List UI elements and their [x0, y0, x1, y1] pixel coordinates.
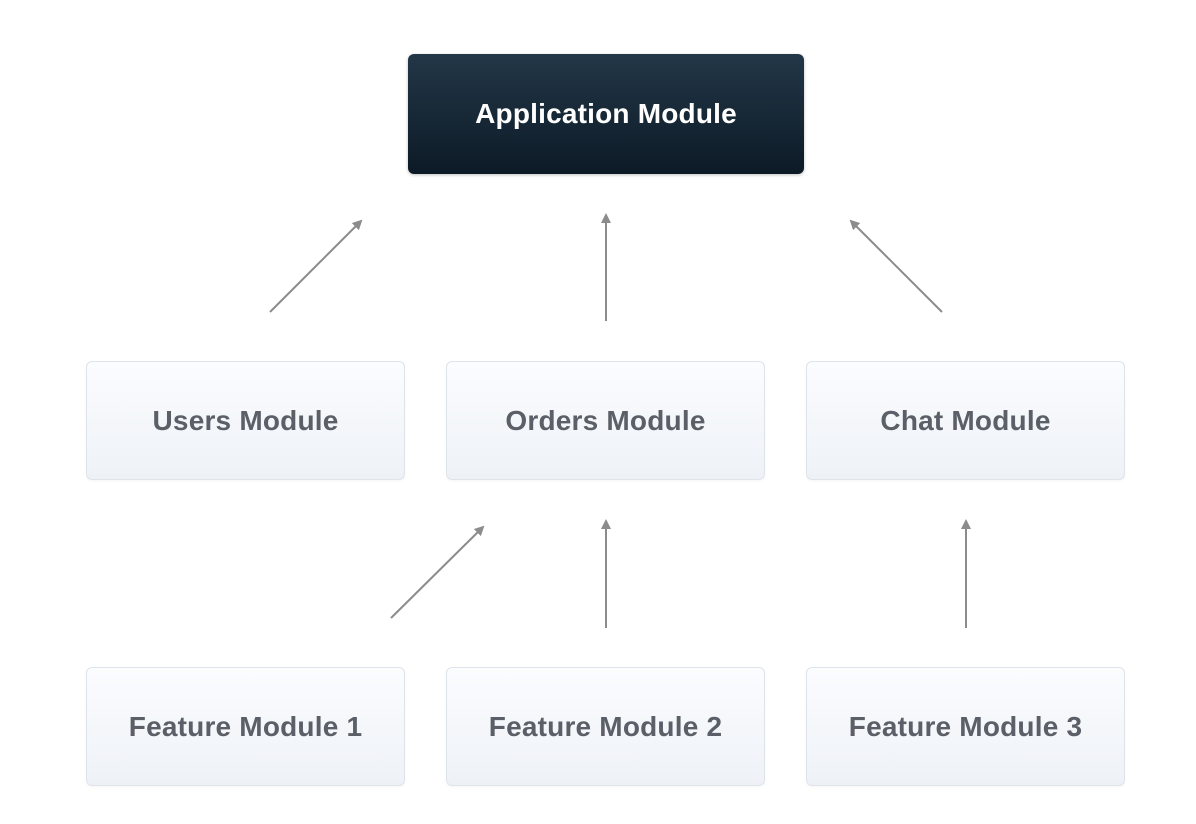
- users-module-node: Users Module: [86, 361, 405, 480]
- users-module-label: Users Module: [152, 404, 339, 436]
- feature-module-2-label: Feature Module 2: [488, 710, 723, 742]
- feature-module-3-node: Feature Module 3: [806, 667, 1125, 786]
- arrow-feature1-to-orders: [390, 525, 485, 619]
- feature-module-3-label: Feature Module 3: [848, 710, 1083, 742]
- application-module-label: Application Module: [475, 98, 737, 129]
- chat-module-label: Chat Module: [880, 404, 1051, 436]
- application-module-node: Application Module: [408, 54, 804, 174]
- arrow-users-to-application: [269, 219, 363, 313]
- chat-module-node: Chat Module: [806, 361, 1125, 480]
- feature-module-2-node: Feature Module 2: [446, 667, 765, 786]
- feature-module-1-node: Feature Module 1: [86, 667, 405, 786]
- arrow-chat-to-application: [849, 219, 943, 313]
- feature-module-1-label: Feature Module 1: [128, 710, 363, 742]
- orders-module-node: Orders Module: [446, 361, 765, 480]
- orders-module-label: Orders Module: [505, 404, 706, 436]
